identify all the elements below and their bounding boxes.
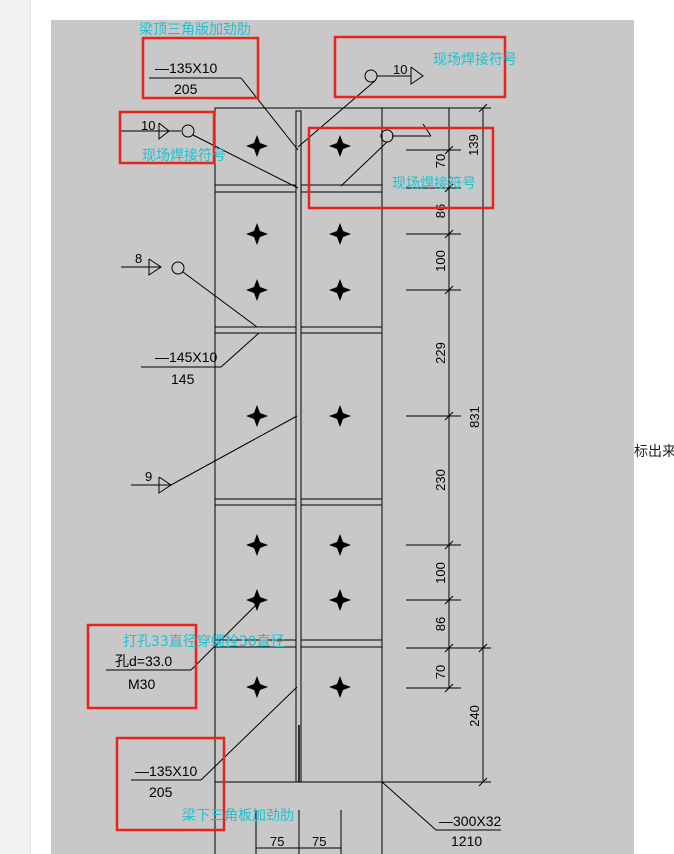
dim-70-bottom: 70 <box>433 665 448 679</box>
cad-labels: —135X10 205 10 10 8 —145X10 145 9 孔d=33.… <box>115 60 501 849</box>
weld-9-size: 9 <box>145 469 152 484</box>
weld-8-size: 8 <box>135 251 142 266</box>
note-site-weld-top-right: 现场焊接符号 <box>433 51 517 68</box>
mid-plate-spec: —145X10 <box>155 349 217 365</box>
dim-229: 229 <box>433 342 448 364</box>
dim-139: 139 <box>466 134 481 156</box>
stiffener-plates <box>214 184 383 648</box>
bottom-plate-length: 205 <box>149 784 173 800</box>
note-site-weld-mid: 现场焊接符号 <box>392 175 476 192</box>
highlight-box-bottom-plate <box>115 736 226 832</box>
highlight-boxes <box>86 35 507 832</box>
weld-top-right-size: 10 <box>393 62 407 77</box>
hole-spec: 孔d=33.0 <box>115 653 172 669</box>
dim-75-right: 75 <box>312 834 326 849</box>
base-plate-spec: —300X32 <box>439 813 501 829</box>
side-text: 标出来 <box>634 443 674 459</box>
highlight-box-bolt-hole <box>86 623 198 710</box>
highlight-box-weld-left <box>118 110 216 165</box>
leader-lines <box>106 66 501 831</box>
dim-100-bottom: 100 <box>433 562 448 584</box>
bottom-plate-spec: —135X10 <box>135 763 197 779</box>
web-plate <box>295 110 302 783</box>
cad-drawing-image: —135X10 205 10 10 8 —145X10 145 9 孔d=33.… <box>51 20 634 854</box>
dim-230: 230 <box>433 469 448 491</box>
mid-plate-length: 145 <box>171 371 195 387</box>
dimension-labels: 139 70 86 100 229 831 230 100 86 70 240 … <box>270 134 482 849</box>
steel-connection-drawing: —135X10 205 10 10 8 —145X10 145 9 孔d=33.… <box>86 22 517 854</box>
dim-75-left: 75 <box>270 834 284 849</box>
dim-240: 240 <box>467 705 482 727</box>
note-site-weld-left: 现场焊接符号 <box>142 147 226 164</box>
highlight-box-weld-mid <box>307 126 495 210</box>
annotation-notes: 梁顶三角版加劲肋 现场焊接符号 现场焊接符号 现场焊接符号 打孔33直径穿螺栓3… <box>123 22 517 824</box>
note-bolt-hole: 打孔33直径穿螺栓30直径 <box>123 633 285 650</box>
dim-100-top: 100 <box>433 250 448 272</box>
weld-left-size: 10 <box>141 118 155 133</box>
dim-86-bottom: 86 <box>433 617 448 631</box>
note-beam-top-rib: 梁顶三角版加劲肋 <box>139 22 251 38</box>
dim-831: 831 <box>467 406 482 428</box>
top-plate-spec: —135X10 <box>155 60 217 76</box>
dim-70-top: 70 <box>433 154 448 168</box>
highlight-box-weld-top-right <box>333 35 507 99</box>
bolt-spec: M30 <box>128 676 155 692</box>
highlight-box-top-plate <box>141 36 260 100</box>
left-gutter <box>0 0 31 854</box>
dim-86-top: 86 <box>433 204 448 218</box>
note-beam-bottom-rib: 梁下三角板加劲肋 <box>182 808 294 824</box>
dimension-lines <box>255 103 491 854</box>
bolt-pattern <box>246 135 351 698</box>
top-plate-length: 205 <box>174 81 198 97</box>
base-plate-length: 1210 <box>451 833 482 849</box>
